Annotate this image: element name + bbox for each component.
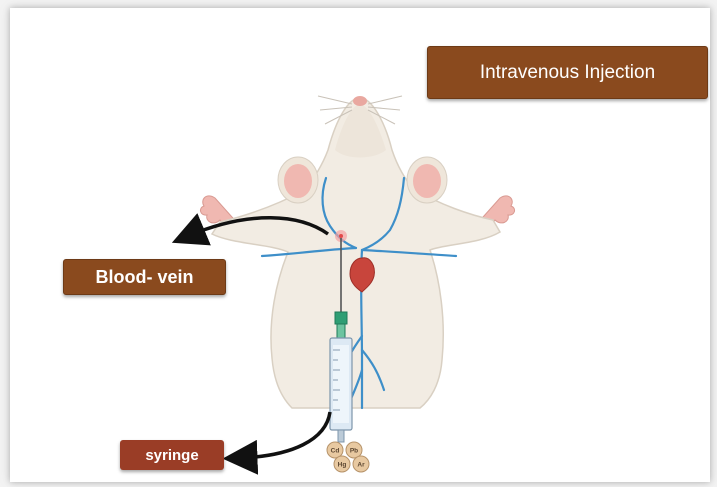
svg-text:Pb: Pb [350, 448, 358, 455]
svg-text:Ar: Ar [357, 462, 365, 469]
left-ear [278, 157, 318, 203]
title-label: Intravenous Injection [427, 46, 708, 99]
svg-text:Hg: Hg [338, 462, 347, 469]
blood-vein-label: Blood- vein [63, 259, 226, 295]
syringe-label: syringe [120, 440, 224, 470]
syringe-arrow [240, 412, 330, 458]
metal-ion-cd: Cd [327, 442, 343, 458]
nose [353, 96, 367, 106]
metal-ion-ar: Ar [353, 456, 369, 472]
metal-ion-pb: Pb [346, 442, 362, 458]
svg-text:Cd: Cd [331, 448, 340, 455]
metal-ion-hg: Hg [334, 456, 350, 472]
right-ear [407, 157, 447, 203]
